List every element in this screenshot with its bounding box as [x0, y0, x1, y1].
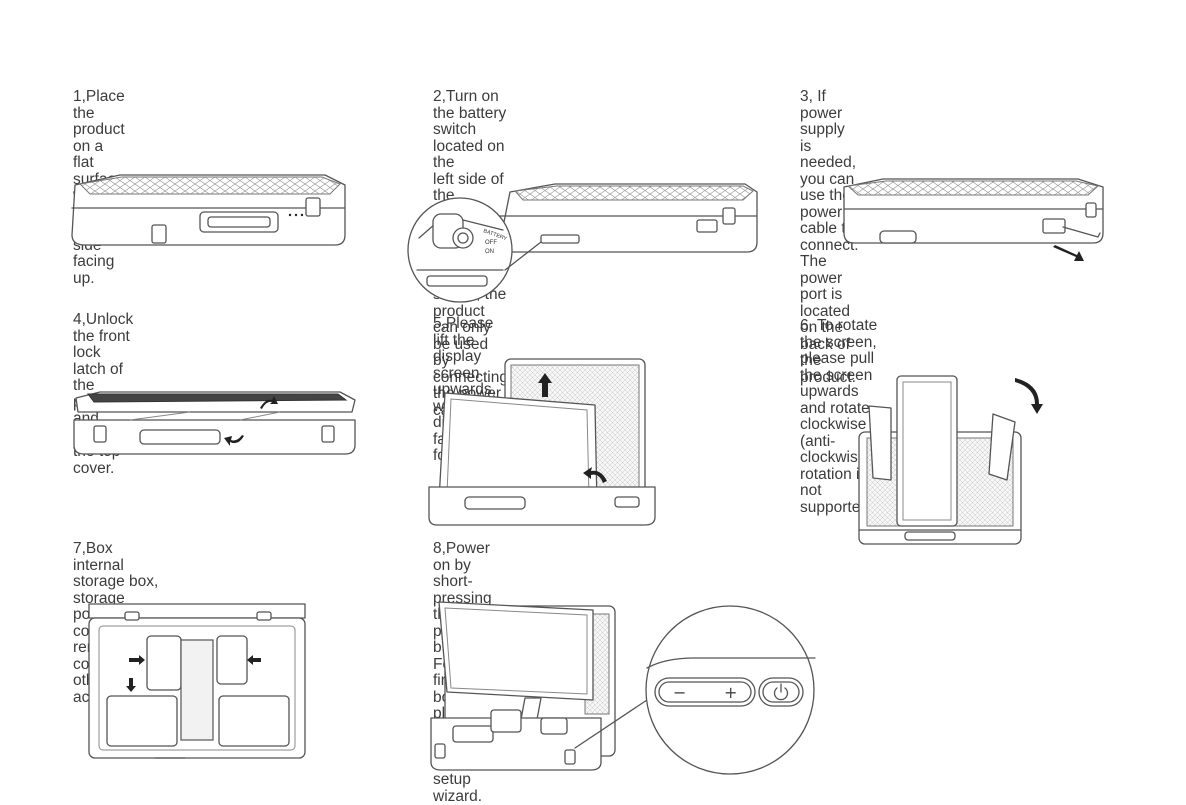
open-cover-illustration: [73, 391, 356, 455]
battery-on: ON: [485, 249, 494, 255]
closed-case-front-illustration: [71, 174, 346, 246]
volume-plus-icon: +: [724, 683, 737, 702]
lift-screen-illustration: [428, 358, 656, 526]
battery-switch-illustration: BATTERY OFF ON: [407, 183, 758, 303]
power-button-illustration: − +: [430, 601, 816, 775]
volume-minus-icon: −: [673, 683, 686, 702]
storage-box-illustration: [88, 603, 306, 759]
battery-off: OFF: [485, 240, 497, 246]
rotate-screen-illustration: [858, 375, 1043, 545]
power-port-illustration: [843, 178, 1104, 261]
step-3-caption: 3, If power supply is needed, you can us…: [800, 88, 859, 386]
